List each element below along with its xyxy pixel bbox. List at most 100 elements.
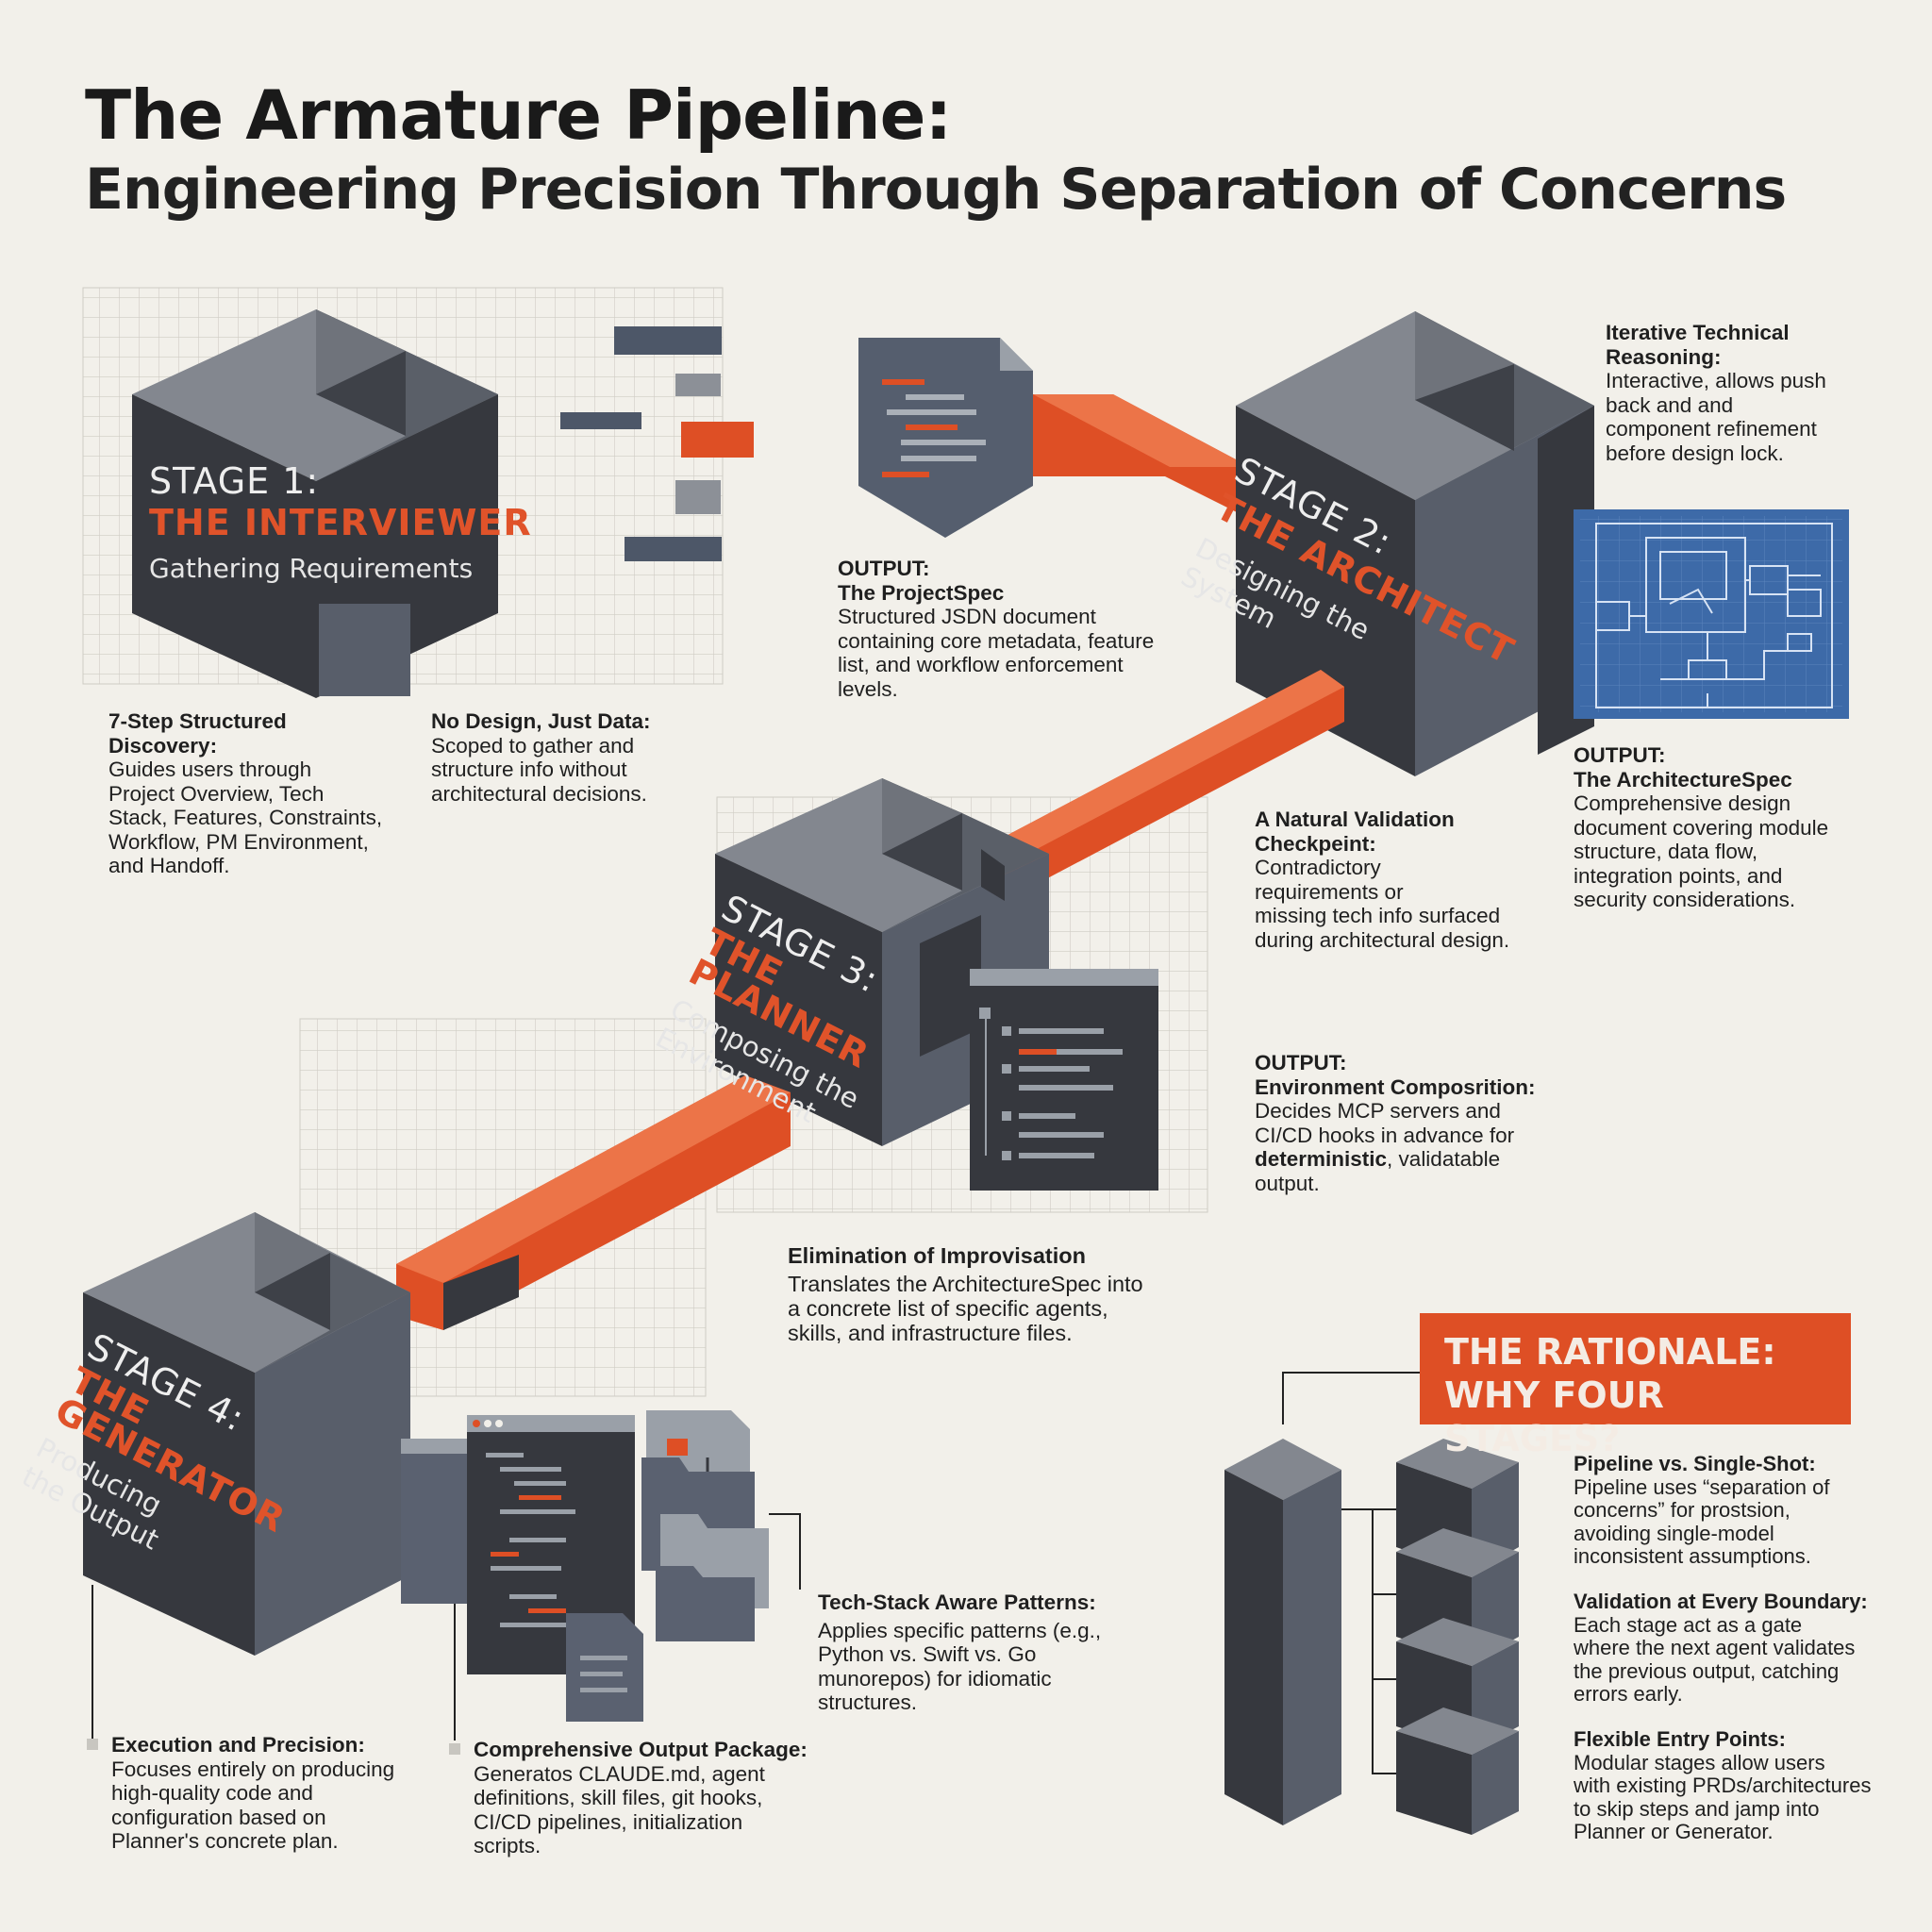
note-body-line: and Handoff. <box>108 854 230 877</box>
note-heading: Comprehensive Output Package: <box>474 1738 808 1761</box>
rationale-point-body: Modular stages allow users <box>1574 1750 1825 1774</box>
projectspec-document-icon <box>858 338 1033 538</box>
note-body-line: output. <box>1255 1171 1320 1195</box>
note-elimination-of-improvisation: Elimination of Improvisation Translates … <box>788 1243 1143 1345</box>
note-body-line: before design lock. <box>1606 441 1784 465</box>
note-body-line: Scoped to gather and <box>431 733 635 758</box>
note-heading: The ProjectSpec <box>838 580 1005 605</box>
note-output-package: Comprehensive Output Package: Generatos … <box>474 1738 808 1858</box>
stage-1-description: Gathering Requirements <box>149 553 474 584</box>
conveyor-1-to-2 <box>1033 394 1250 519</box>
rationale-point-heading: Pipeline vs. Single-Shot: <box>1574 1452 1816 1475</box>
note-body-line: Workflow, PM Environment, <box>108 829 369 854</box>
rationale-point-validation: Validation at Every Boundary: Each stage… <box>1574 1590 1868 1707</box>
page-title: The Armature Pipeline: <box>85 75 952 155</box>
note-heading: OUTPUT: <box>1574 743 1666 767</box>
note-heading: A Natural Validation <box>1255 808 1455 831</box>
note-execution-precision: Execution and Precision: Focuses entirel… <box>111 1733 394 1854</box>
note-body-line: during architectural design. <box>1255 927 1510 952</box>
rationale-stack-icon <box>1224 1439 1519 1835</box>
rationale-point-body: to skip steps and jamp into <box>1574 1796 1820 1821</box>
note-body-line: Guides users through <box>108 758 312 781</box>
conveyor-2-to-3 <box>981 670 1344 901</box>
note-body-line: a concrete list of specific agents, <box>788 1296 1108 1321</box>
rationale-point-entry-points: Flexible Entry Points: Modular stages al… <box>1574 1727 1872 1844</box>
note-body-line: Translates the ArchitectureSpec into <box>788 1272 1143 1296</box>
rationale-point-pipeline: Pipeline vs. Single-Shot: Pipeline uses … <box>1574 1452 1830 1569</box>
note-heading: Execution and Precision: <box>111 1733 365 1757</box>
rationale-title-line: WHY FOUR STAGES? <box>1444 1374 1664 1459</box>
note-body-line: security considerations. <box>1574 888 1796 911</box>
rationale-point-body: inconsistent assumptions. <box>1574 1544 1811 1568</box>
blueprint-diagram-icon <box>1574 509 1849 719</box>
note-body-line: Structured JSDN document <box>838 605 1096 628</box>
note-heading: Iterative Technical <box>1606 321 1790 344</box>
rationale-point-body: Pipeline uses “separation of <box>1574 1474 1830 1499</box>
note-body-line: list, and workflow enforcement <box>838 653 1124 676</box>
rationale-point-body: where the next agent validates <box>1574 1636 1856 1659</box>
note-body-line: high-quality code and <box>111 1781 313 1805</box>
note-body-fragment: , validatable <box>1387 1147 1501 1171</box>
note-body-line: skills, and infrastructure files. <box>788 1321 1073 1345</box>
stage-1-label: STAGE 1: THE INTERVIEWER Gathering Requi… <box>149 460 532 584</box>
note-body-line: configuration based on <box>111 1805 326 1829</box>
note-heading: Tech-Stack Aware Patterns: <box>818 1591 1096 1614</box>
bullet-output-package <box>449 1743 460 1755</box>
note-heading: OUTPUT: <box>838 557 930 580</box>
note-body-line: back and and <box>1606 392 1734 417</box>
note-projectspec-output: OUTPUT: The ProjectSpec Structured JSDN … <box>838 557 1154 701</box>
rationale-point-heading: Validation at Every Boundary: <box>1574 1590 1868 1613</box>
note-body-line: architectural decisions. <box>431 781 647 806</box>
emphasis-text: deterministic <box>1255 1147 1388 1171</box>
rationale-point-body: Planner or Generator. <box>1574 1820 1774 1843</box>
note-body-line: component refinement <box>1606 417 1817 441</box>
note-heading: Elimination of Improvisation <box>788 1243 1086 1268</box>
rationale-point-body: errors early. <box>1574 1682 1683 1706</box>
note-heading: Checkpeint: <box>1255 831 1376 856</box>
note-body-line: requirements or <box>1255 879 1404 904</box>
note-iterative-reasoning: Iterative Technical Reasoning: Interacti… <box>1606 321 1826 465</box>
note-body-line: Stack, Features, Constraints, <box>108 806 383 829</box>
note-body-line: Decides MCP servers and <box>1255 1099 1501 1123</box>
note-body-line: Comprehensive design <box>1574 791 1791 815</box>
rationale-point-body: with existing PRDs/architectures <box>1574 1774 1872 1797</box>
note-tech-stack-patterns: Tech-Stack Aware Patterns: Applies speci… <box>818 1591 1101 1715</box>
page-subtitle: Engineering Precision Through Separation… <box>85 157 1787 223</box>
note-body-line: structure info without <box>431 758 627 781</box>
rationale-point-body: Each stage act as a gate <box>1574 1612 1803 1637</box>
stage-1-cube <box>132 309 498 698</box>
callout-leader-lines <box>92 1372 1420 1740</box>
stage-1-role: THE INTERVIEWER <box>149 502 532 543</box>
rationale-point-heading: Flexible Entry Points: <box>1574 1727 1786 1751</box>
stage-2-cube <box>1236 311 1594 776</box>
note-body-line: containing core metadata, feature <box>838 628 1155 653</box>
note-body-line: structure, data flow, <box>1574 840 1758 863</box>
note-body-line: Python vs. Swift vs. Go <box>818 1642 1037 1666</box>
note-body-line: Generatos CLAUDE.md, agent <box>474 1761 765 1786</box>
note-body-line: deterministic, validatable <box>1255 1147 1536 1172</box>
note-body-line: munorepos) for idiomatic <box>818 1666 1052 1690</box>
output-package-icons <box>401 1410 769 1722</box>
note-body-line: missing tech info surfaced <box>1255 904 1501 927</box>
note-body-line: levels. <box>838 676 898 701</box>
bullet-execution <box>87 1739 98 1750</box>
note-body-line: Planner's concrete plan. <box>111 1829 339 1853</box>
note-structured-discovery: 7-Step Structured Discovery: Guides user… <box>108 709 382 878</box>
rationale-title-box: THE RATIONALE: WHY FOUR STAGES? <box>1420 1313 1851 1459</box>
rationale-point-body: the previous output, catching <box>1574 1658 1840 1683</box>
note-heading: No Design, Just Data: <box>431 709 651 733</box>
note-body-line: structures. <box>818 1690 918 1714</box>
note-no-design: No Design, Just Data: Scoped to gather a… <box>431 709 651 806</box>
note-heading: Reasoning: <box>1606 344 1722 369</box>
note-body-line: CI/CD hooks in advance for <box>1255 1123 1515 1147</box>
note-heading: OUTPUT: <box>1255 1051 1347 1074</box>
plan-checklist-icon <box>970 969 1158 1191</box>
note-body-line: scripts. <box>474 1834 541 1857</box>
note-body-line: Project Overview, Tech <box>108 781 325 806</box>
note-body-line: Applies specific patterns (e.g., <box>818 1618 1102 1642</box>
stage-1-number: STAGE 1: <box>149 460 320 502</box>
note-heading: Discovery: <box>108 733 218 758</box>
note-heading: Environment Composrition: <box>1255 1074 1536 1099</box>
stage-4-cube <box>83 1212 519 1656</box>
